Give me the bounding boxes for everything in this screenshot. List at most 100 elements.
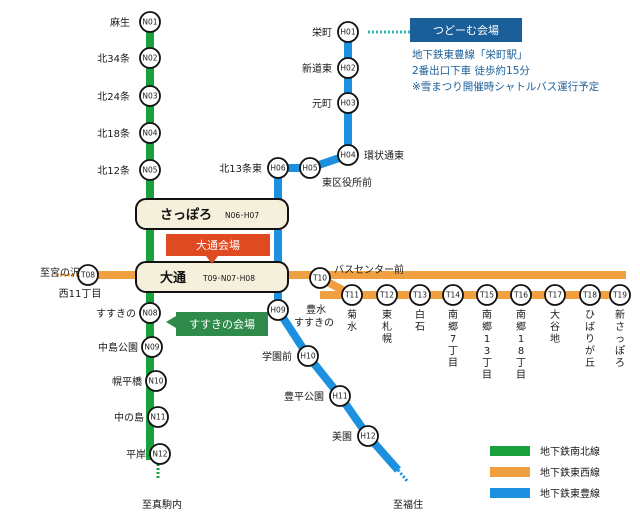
tsudome-info-line-1: 地下鉄東豊線「栄町駅」 (412, 48, 528, 61)
station-code: H09 (270, 306, 285, 315)
station-name: 北13条東 (219, 162, 262, 175)
station-name: 豊水すすきの (294, 303, 334, 329)
station-code: N12 (152, 450, 167, 459)
legend: 地下鉄南北線 地下鉄東西線 地下鉄東豊線 (490, 445, 600, 500)
station-marker (139, 302, 161, 324)
hub-odori-codes: T09･N07･H08 (202, 274, 255, 283)
station-marker (297, 345, 319, 367)
station-name: 学園前 (262, 350, 292, 363)
station-marker (139, 122, 161, 144)
legend-swatch-toho (490, 488, 530, 498)
station-name: 北24条 (97, 90, 130, 103)
station-marker (409, 284, 431, 306)
station-code: T17 (547, 291, 562, 300)
station-code: T19 (612, 291, 627, 300)
station-n03[interactable]: N03 北24条 (97, 85, 161, 107)
station-h11[interactable]: H11 豊平公園 (284, 385, 351, 407)
station-name: 東札幌 (382, 308, 392, 345)
station-marker (267, 157, 289, 179)
station-h04[interactable]: H04 環状通東 (337, 144, 404, 166)
tsudome-info: 地下鉄東豊線「栄町駅」 2番出口下車 徒歩約15分 ※雪まつり開催時シャトルバス… (412, 48, 600, 93)
station-marker (544, 284, 566, 306)
station-marker (357, 425, 379, 447)
station-code: T10 (312, 274, 327, 283)
station-name: 豊平公園 (284, 390, 324, 403)
station-h09[interactable]: H09 豊水すすきの (267, 299, 334, 329)
station-code: N04 (142, 129, 157, 138)
station-marker (299, 157, 321, 179)
station-code: H04 (340, 151, 355, 160)
station-name: 平岸 (126, 449, 146, 461)
station-code: N03 (142, 92, 157, 101)
station-t10[interactable]: T10 バスセンター前 (309, 263, 404, 289)
station-marker (139, 85, 161, 107)
station-marker (609, 284, 631, 306)
station-code: T13 (412, 291, 427, 300)
tsudome-venue-callout[interactable]: つどーむ会場 (410, 18, 522, 42)
station-marker (145, 370, 167, 392)
legend-swatch-tozai (490, 467, 530, 477)
station-name: バスセンター前 (334, 263, 404, 276)
station-t19[interactable]: T19 新さっぽろ (609, 284, 631, 369)
station-code: T08 (80, 271, 95, 280)
station-name: 北18条 (97, 127, 130, 140)
station-t08[interactable]: T08 西11丁目 (59, 264, 102, 300)
station-code: N09 (144, 343, 159, 352)
station-code: H11 (332, 392, 347, 401)
station-name: 環状通東 (364, 149, 404, 162)
station-marker (442, 284, 464, 306)
station-marker (476, 284, 498, 306)
station-name: 美園 (332, 430, 352, 443)
station-name: ひばりが丘 (585, 310, 595, 369)
station-marker (147, 406, 169, 428)
station-code: H05 (302, 164, 317, 173)
hub-odori[interactable]: 大通 T09･N07･H08 (135, 261, 289, 293)
tozai-west-terminus: 至宮の沢 (40, 266, 80, 279)
station-name: 北34条 (97, 52, 130, 65)
station-t13[interactable]: T13 白石 (409, 284, 431, 333)
station-code: T14 (445, 291, 460, 300)
station-name: 元町 (312, 99, 332, 110)
station-code: N11 (150, 413, 165, 422)
station-code: T18 (582, 291, 597, 300)
susukino-venue-callout[interactable]: すすきの会場 (166, 312, 268, 336)
odori-venue-callout[interactable]: 大通会場 (166, 234, 270, 264)
station-marker (149, 443, 171, 465)
station-n04[interactable]: N04 北18条 (97, 122, 161, 144)
station-name: 白石 (415, 308, 425, 333)
station-marker (510, 284, 532, 306)
station-marker (579, 284, 601, 306)
station-name: 西11丁目 (59, 289, 102, 300)
station-name: 新さっぽろ (615, 308, 625, 369)
hub-sapporo[interactable]: さっぽろ N06･H07 (135, 198, 289, 230)
station-n12[interactable]: N12 平岸 (126, 443, 171, 465)
hub-odori-name: 大通 (160, 270, 186, 286)
station-code: T15 (479, 291, 494, 300)
namboku-terminus: 至真駒内 (142, 498, 182, 511)
toho-terminus: 至福住 (393, 498, 423, 511)
tsudome-info-line-3: ※雪まつり開催時シャトルバス運行予定 (412, 80, 600, 93)
station-t18[interactable]: T18 ひばりが丘 (579, 284, 601, 369)
station-code: N08 (142, 309, 157, 318)
